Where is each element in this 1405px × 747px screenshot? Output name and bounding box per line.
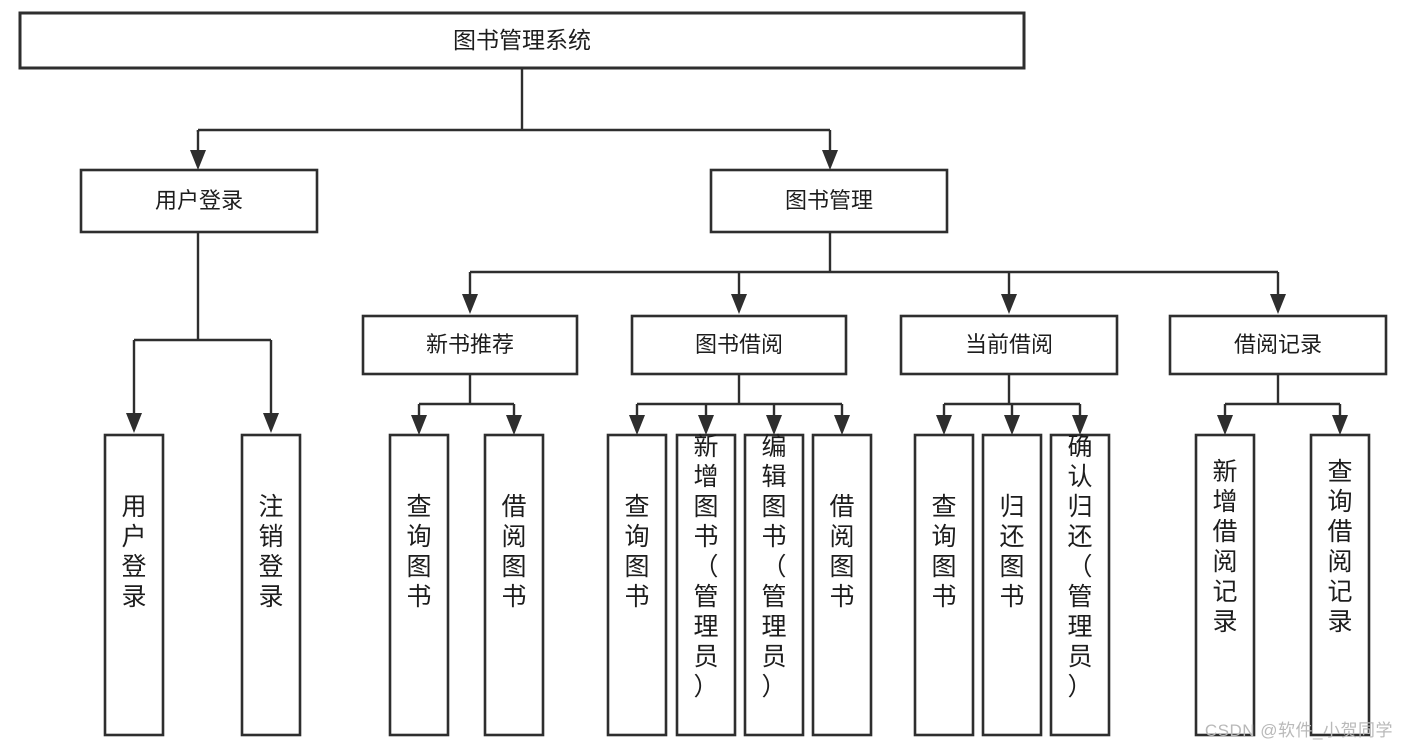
node-root-label: 图书管理系统 (453, 27, 591, 53)
leaf-query-book-2[interactable]: 查询图书 (606, 433, 668, 737)
leaf-borrow-book-2[interactable]: 借阅图书 (811, 433, 873, 737)
leaf-query-book-2-box[interactable] (606, 433, 668, 737)
node-borrow-record-label: 借阅记录 (1234, 332, 1322, 357)
node-book-borrow-label: 图书借阅 (695, 332, 783, 357)
leaf-query-record[interactable]: 查询借阅记录 (1309, 433, 1371, 737)
node-current-borrow[interactable]: 当前借阅 (899, 314, 1119, 376)
arrow-to-leaf-confirm-return (1072, 415, 1088, 435)
leaf-add-record-label: 新增借阅记录 (1212, 458, 1237, 636)
leaf-query-book-3-box[interactable] (913, 433, 975, 737)
leaf-query-book-3[interactable]: 查询图书 (913, 433, 975, 737)
node-borrow-record[interactable]: 借阅记录 (1168, 314, 1388, 376)
node-user-login-box[interactable] (79, 168, 319, 234)
connector-group (126, 68, 1348, 435)
node-book-management-label: 图书管理 (785, 188, 873, 213)
leaf-query-book-1-box[interactable] (388, 433, 450, 737)
leaf-return-book-label: 归还图书 (999, 493, 1024, 611)
leaf-borrow-book-1-label: 借阅图书 (501, 493, 526, 611)
node-root-box[interactable] (18, 11, 1026, 70)
node-book-management-box[interactable] (709, 168, 949, 234)
leaf-add-record-box[interactable] (1194, 433, 1256, 737)
arrow-to-leaf-borrow-book-2 (834, 415, 850, 435)
csdn-watermark: CSDN @软件_小贺同学 (1204, 721, 1393, 740)
leaf-confirm-return[interactable]: 确认归还（管理员） (1049, 433, 1111, 737)
leaf-return-book[interactable]: 归还图书 (981, 433, 1043, 737)
leaf-user-login[interactable]: 用户登录 (103, 433, 165, 737)
node-book-borrow-box[interactable] (630, 314, 848, 376)
arrow-to-new-book-recommend (462, 294, 478, 314)
leaf-borrow-book-2-label: 借阅图书 (829, 493, 854, 611)
leaf-edit-book-label: 编辑图书（管理员） (761, 433, 786, 701)
arrow-to-book-management (822, 150, 838, 170)
arrow-to-book-borrow (731, 294, 747, 314)
node-user-login-label: 用户登录 (155, 188, 243, 213)
leaf-return-book-box[interactable] (981, 433, 1043, 737)
leaf-logout-login[interactable]: 注销登录 (240, 433, 302, 737)
leaf-add-book-box[interactable] (675, 433, 737, 737)
arrow-to-leaf-query-book-2 (629, 415, 645, 435)
leaf-borrow-book-1-box[interactable] (483, 433, 545, 737)
arrow-to-leaf-edit-book (766, 415, 782, 435)
node-current-borrow-label: 当前借阅 (965, 332, 1053, 357)
leaf-confirm-return-box[interactable] (1049, 433, 1111, 737)
node-new-book-recommend[interactable]: 新书推荐 (361, 314, 579, 376)
leaf-query-book-1-label: 查询图书 (406, 493, 431, 611)
arrow-to-borrow-record (1270, 294, 1286, 314)
leaf-add-book[interactable]: 新增图书（管理员） (675, 433, 737, 737)
arrow-to-leaf-query-record (1332, 415, 1348, 435)
leaf-confirm-return-label: 确认归还（管理员） (1067, 433, 1092, 701)
arrow-to-leaf-logout-login (263, 413, 279, 433)
node-current-borrow-box[interactable] (899, 314, 1119, 376)
leaf-add-book-label: 新增图书（管理员） (693, 433, 718, 701)
arrow-to-leaf-borrow-book-1 (506, 415, 522, 435)
node-new-book-recommend-box[interactable] (361, 314, 579, 376)
node-new-book-recommend-label: 新书推荐 (426, 332, 514, 357)
leaf-query-record-label: 查询借阅记录 (1327, 458, 1352, 636)
leaf-borrow-book-2-box[interactable] (811, 433, 873, 737)
arrow-to-leaf-query-book-3 (936, 415, 952, 435)
node-book-management[interactable]: 图书管理 (709, 168, 949, 234)
leaf-edit-book[interactable]: 编辑图书（管理员） (743, 433, 805, 737)
leaf-query-book-3-label: 查询图书 (931, 493, 956, 611)
leaf-user-login-box[interactable] (103, 433, 165, 737)
arrow-to-leaf-add-record (1217, 415, 1233, 435)
leaf-add-record[interactable]: 新增借阅记录 (1194, 433, 1256, 737)
leaf-logout-login-label: 注销登录 (258, 493, 283, 611)
leaf-logout-login-box[interactable] (240, 433, 302, 737)
node-book-borrow[interactable]: 图书借阅 (630, 314, 848, 376)
arrow-to-leaf-add-book (698, 415, 714, 435)
arrow-to-leaf-query-book-1 (411, 415, 427, 435)
node-borrow-record-box[interactable] (1168, 314, 1388, 376)
arrow-to-leaf-user-login (126, 413, 142, 433)
leaf-borrow-book-1[interactable]: 借阅图书 (483, 433, 545, 737)
arrow-to-leaf-return-book (1004, 415, 1020, 435)
arrow-to-user-login (190, 150, 206, 170)
leaf-user-login-label: 用户登录 (121, 493, 146, 611)
leaf-edit-book-box[interactable] (743, 433, 805, 737)
node-root[interactable]: 图书管理系统 (18, 11, 1026, 70)
node-user-login[interactable]: 用户登录 (79, 168, 319, 234)
arrow-to-current-borrow (1001, 294, 1017, 314)
leaf-query-book-2-label: 查询图书 (624, 493, 649, 611)
leaf-query-book-1[interactable]: 查询图书 (388, 433, 450, 737)
leaf-query-record-box[interactable] (1309, 433, 1371, 737)
